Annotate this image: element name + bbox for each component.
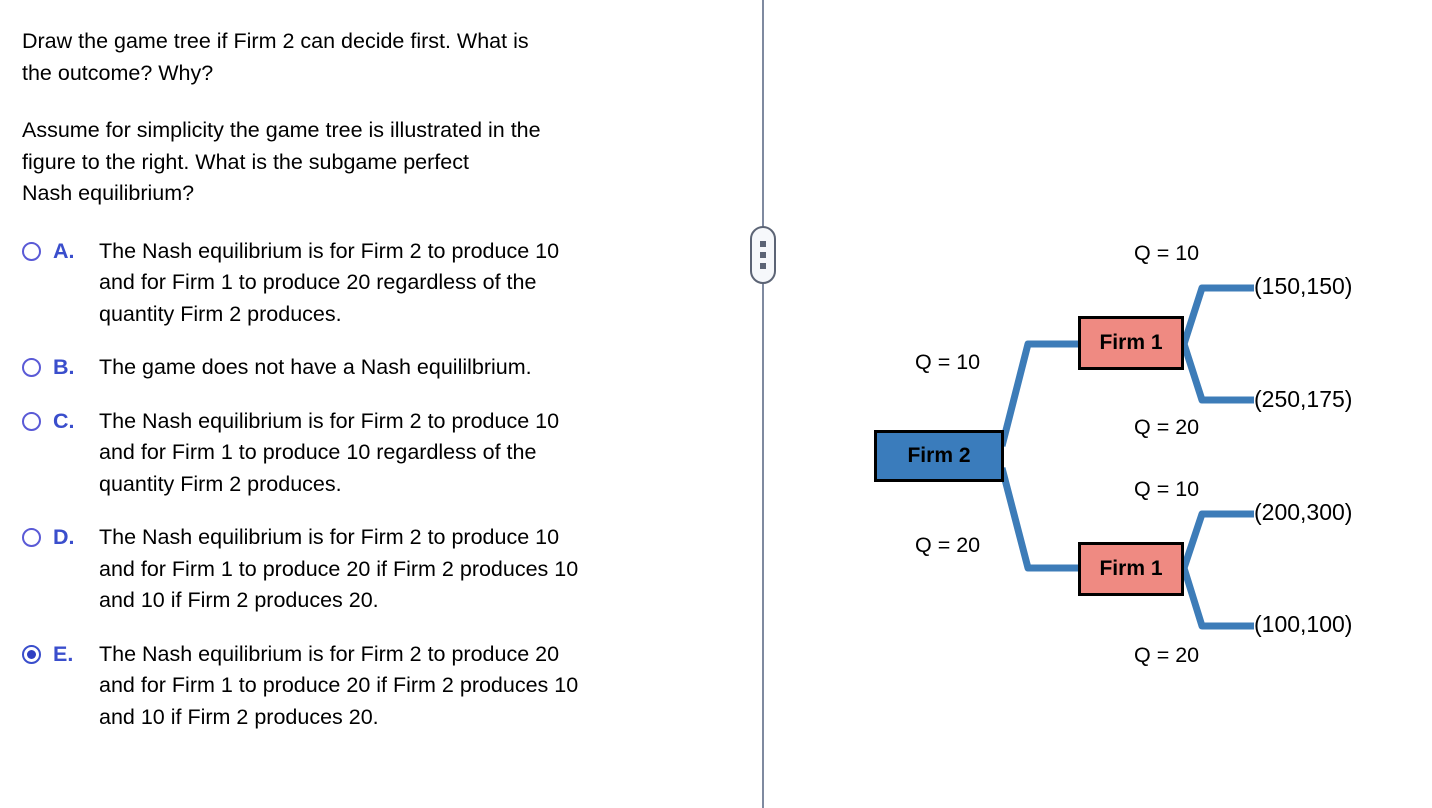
option-letter-a: A. [53, 238, 75, 263]
option-text-a: The Nash equilibrium is for Firm 2 to pr… [99, 238, 560, 326]
option-letter-e: E. [53, 641, 74, 666]
edge-firm1-upper-to-payoff-bottom [1180, 342, 1254, 404]
payoff-upper-bottom: (250,175) [1254, 386, 1353, 412]
splitter-line [762, 0, 764, 808]
payoff-upper-top: (150,150) [1254, 273, 1353, 299]
panel-splitter[interactable] [750, 0, 776, 808]
answer-option-e[interactable]: E. The Nash equilibrium is for Firm 2 to… [22, 639, 722, 734]
radio-button-b[interactable] [22, 358, 41, 377]
answer-option-c[interactable]: C. The Nash equilibrium is for Firm 2 to… [22, 406, 722, 501]
node-firm-2[interactable]: Firm 2 [874, 430, 1004, 482]
payoff-lower-top: (200,300) [1254, 499, 1353, 525]
game-tree-edges [998, 284, 1254, 630]
edge-firm1-lower-to-payoff-bottom [1180, 566, 1254, 630]
answer-option-b[interactable]: B. The game does not have a Nash equilil… [22, 352, 722, 384]
handle-dot-icon [760, 252, 766, 258]
edge-firm1-lower-to-payoff-top [1180, 510, 1254, 570]
game-tree-figure: Firm 2 Firm 1 Firm 1 Q = 10 Q = 20 Q = 1… [766, 0, 1432, 808]
radio-button-e[interactable] [22, 644, 41, 664]
handle-dot-icon [760, 263, 766, 269]
panel-resize-handle[interactable] [750, 226, 776, 284]
question-stem-paragraph-1: Draw the game tree if Firm 2 can decide … [22, 29, 529, 85]
handle-dot-icon [760, 241, 766, 247]
answer-options-list: A. The Nash equilibrium is for Firm 2 to… [22, 236, 722, 734]
option-text-c: The Nash equilibrium is for Firm 2 to pr… [99, 408, 560, 496]
option-letter-d: D. [53, 525, 75, 549]
option-letter-c: C. [53, 408, 75, 433]
node-firm-1-upper-label: Firm 1 [1099, 331, 1163, 354]
question-stem-paragraph-2: Assume for simplicity the game tree is i… [22, 118, 541, 205]
branch-label-root-lower: Q = 20 [915, 533, 981, 557]
edge-root-to-firm1-lower [998, 467, 1078, 572]
branch-label-lower-bottom: Q = 20 [1134, 643, 1200, 667]
answer-option-a[interactable]: A. The Nash equilibrium is for Firm 2 to… [22, 236, 722, 331]
edge-root-to-firm1-upper [998, 340, 1078, 447]
option-text-e: The Nash equilibrium is for Firm 2 to pr… [99, 641, 579, 729]
option-text-d: The Nash equilibrium is for Firm 2 to pr… [99, 525, 579, 612]
node-firm-2-label: Firm 2 [907, 444, 971, 467]
branch-label-upper-bottom: Q = 20 [1134, 415, 1200, 439]
edge-firm1-upper-to-payoff-top [1180, 284, 1254, 346]
node-firm-1-upper[interactable]: Firm 1 [1078, 316, 1184, 370]
branch-label-root-upper: Q = 10 [915, 350, 981, 374]
option-text-b: The game does not have a Nash equililbri… [99, 355, 532, 379]
branch-label-lower-top: Q = 10 [1134, 477, 1200, 501]
answer-option-d[interactable]: D. The Nash equilibrium is for Firm 2 to… [22, 522, 722, 617]
node-firm-1-lower[interactable]: Firm 1 [1078, 542, 1184, 596]
question-panel: Draw the game tree if Firm 2 can decide … [22, 29, 722, 734]
payoff-lower-bottom: (100,100) [1254, 611, 1353, 637]
radio-button-a[interactable] [22, 241, 41, 261]
option-letter-b: B. [53, 355, 75, 379]
radio-button-c[interactable] [22, 411, 41, 431]
radio-button-d[interactable] [22, 528, 41, 547]
branch-label-upper-top: Q = 10 [1134, 241, 1200, 265]
node-firm-1-lower-label: Firm 1 [1099, 557, 1163, 580]
